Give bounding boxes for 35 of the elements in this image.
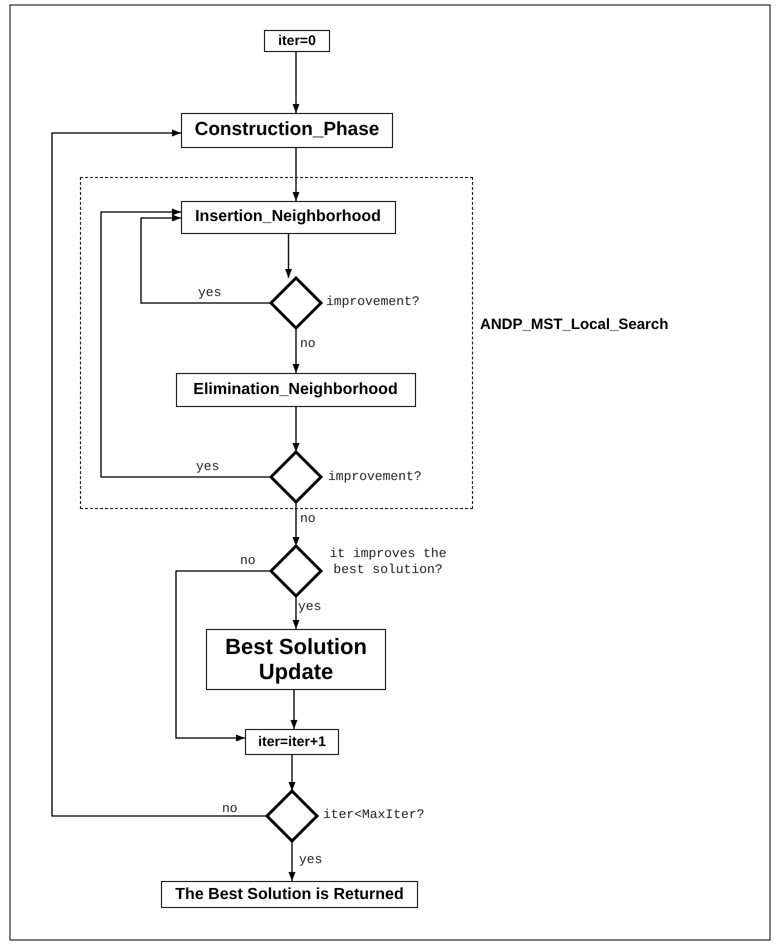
arrow [292,148,300,201]
process-box: Construction_Phase [181,113,393,148]
process-box: iter=iter+1 [245,729,339,755]
arrow [100,208,271,478]
edge-label: yes [298,599,322,616]
arrow [292,328,300,373]
edge-label: no [300,511,316,528]
process-box: iter=0 [264,30,330,52]
arrow [140,214,271,304]
decision-label: improvement? [326,294,420,310]
dashed-group-border [80,177,473,509]
edge-label: no [222,801,238,818]
process-box: Insertion_Neighborhood [180,200,396,234]
edge-label: yes [198,285,222,302]
process-box: Elimination_Neighborhood [176,372,416,406]
decision-label: iter<MaxIter? [323,807,424,824]
decision-label: improvement? [328,469,422,486]
group-title: ANDP_MST_Local_Search [480,316,668,333]
arrow [290,690,298,729]
arrow [51,130,267,817]
decision-label: it improves the best solution? [328,546,448,578]
process-box: The Best Solution is Returned [161,881,418,908]
edge-label: no [300,336,316,352]
arrow [292,596,300,629]
arrow [288,841,296,881]
process-box: Best Solution Update [206,629,386,690]
arrow [292,502,300,546]
edge-label: yes [299,852,322,868]
arrow [285,234,292,278]
edge-label: yes [196,459,220,476]
edge-label: no [240,553,256,570]
arrow [175,570,271,742]
arrow [288,755,296,791]
arrow [292,407,300,452]
arrow [292,52,300,113]
